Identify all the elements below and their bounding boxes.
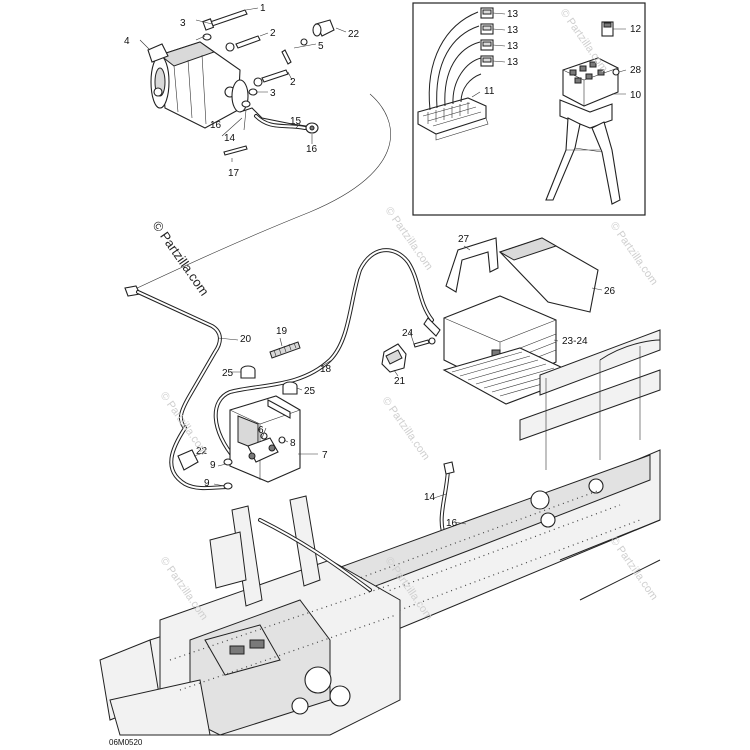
callout-18: 18 — [320, 364, 332, 375]
ground-cable — [124, 285, 228, 491]
fuse-holder — [417, 97, 489, 141]
chassis-frame — [99, 329, 661, 736]
fuse-inset — [412, 2, 646, 216]
fuse-row — [480, 7, 494, 67]
callout-16b: 16 — [306, 144, 318, 155]
callout-3b: 3 — [270, 88, 276, 99]
callout-10: 10 — [630, 90, 642, 101]
callout-8: 8 — [290, 438, 296, 449]
callout-5a: 5 — [318, 41, 324, 52]
callout-1: 1 — [260, 3, 266, 14]
callout-16a: 16 — [210, 120, 222, 131]
callout-23-24: 23-24 — [562, 336, 588, 347]
callout-2b: 2 — [290, 77, 296, 88]
watermark-main: © Partzilla.com — [150, 218, 213, 298]
callout-14a: 14 — [224, 133, 236, 144]
callout-13b: 13 — [507, 25, 519, 36]
callout-13c: 13 — [507, 41, 519, 52]
callout-9b: 9 — [204, 478, 210, 489]
callout-3a: 3 — [180, 18, 186, 29]
callout-12: 12 — [630, 24, 642, 35]
callout-7: 7 — [322, 450, 328, 461]
callout-6: 6 — [258, 425, 264, 436]
mounting-bracket — [545, 99, 621, 205]
terminal-cap — [381, 343, 407, 373]
callout-2a: 2 — [270, 28, 276, 39]
watermark-faint-6: © Partzilla.com — [608, 535, 660, 603]
callout-19: 19 — [276, 326, 288, 337]
spring — [269, 341, 301, 359]
callout-17: 17 — [228, 168, 240, 179]
callout-28: 28 — [630, 65, 642, 76]
solenoid — [247, 432, 286, 463]
callout-16c: 16 — [446, 518, 458, 529]
watermark-faint-5: © Partzilla.com — [380, 395, 432, 463]
callout-13a: 13 — [507, 9, 519, 20]
figure-code: 06M0520 — [109, 738, 143, 747]
callout-27: 27 — [458, 234, 470, 245]
callout-4: 4 — [124, 36, 130, 47]
starter-motor — [147, 9, 335, 156]
callout-24: 24 — [402, 328, 414, 339]
callout-26: 26 — [604, 286, 616, 297]
rubber-bumpers — [240, 365, 298, 395]
battery-strap — [445, 237, 499, 293]
battery-cable — [213, 248, 441, 462]
callout-14b: 14 — [424, 492, 436, 503]
callout-25a: 25 — [222, 368, 234, 379]
callout-11: 11 — [484, 86, 495, 97]
callout-labels: 1 2 2 3 3 4 5 6 7 8 9 9 10 11 12 13 13 1… — [124, 3, 642, 529]
relay-box — [562, 57, 619, 107]
callout-22b: 22 — [196, 446, 208, 457]
callout-21: 21 — [394, 376, 406, 387]
callout-13d: 13 — [507, 57, 519, 68]
callout-22a: 22 — [348, 29, 360, 40]
callout-25b: 25 — [304, 386, 316, 397]
watermark-faint-3: © Partzilla.com — [608, 220, 660, 288]
callout-9a: 9 — [210, 460, 216, 471]
callout-20: 20 — [240, 334, 252, 345]
battery-cover — [498, 237, 599, 313]
watermark-faint-4: © Partzilla.com — [158, 390, 210, 458]
callout-15: 15 — [290, 116, 302, 127]
